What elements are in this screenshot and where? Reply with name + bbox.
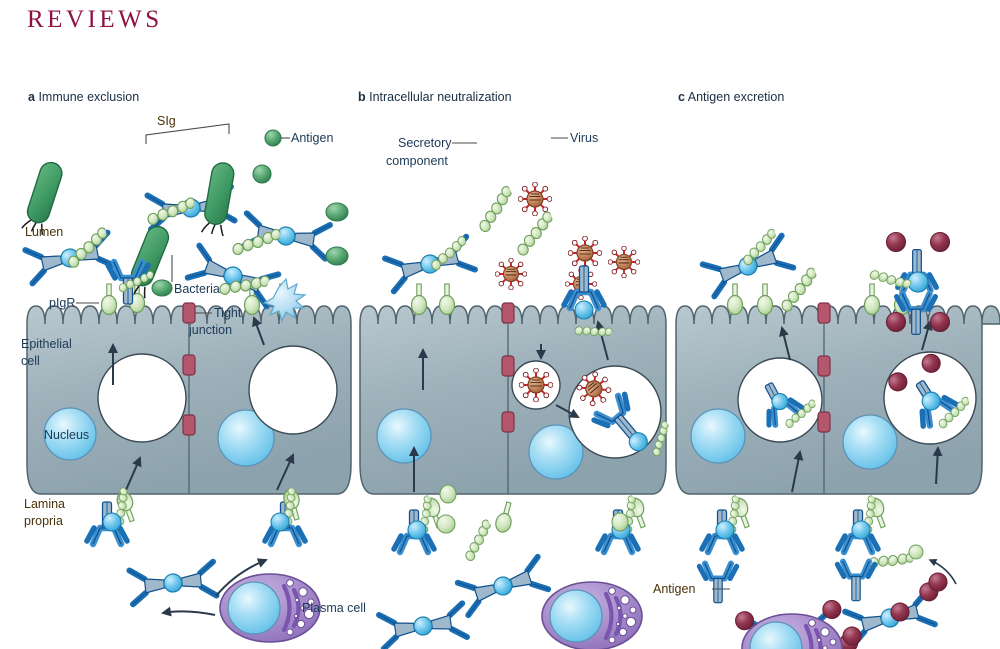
iga-c-lp-2 bbox=[837, 562, 874, 601]
siga-c-lp-1 bbox=[735, 599, 842, 649]
sc-b-legend bbox=[468, 184, 523, 234]
iga-c-lp-1 bbox=[699, 564, 736, 603]
label-pigr: pIgR bbox=[49, 296, 75, 310]
label-lumen: Lumen bbox=[25, 225, 63, 239]
label-secretory-2: component bbox=[386, 154, 448, 168]
label-lamina-1: Lamina bbox=[24, 497, 65, 511]
label-antigen-c: Antigen bbox=[653, 582, 695, 596]
panel-c-title: c Antigen excretion bbox=[678, 90, 784, 104]
panel-b-annotations: Secretory component Virus bbox=[386, 131, 598, 168]
label-virus: Virus bbox=[570, 131, 598, 145]
label-tight-junction-1: Tight bbox=[214, 306, 242, 320]
antigen-c-free-3 bbox=[842, 626, 862, 646]
panel-c-letter: c bbox=[678, 90, 685, 104]
siga-b-neutralized bbox=[569, 364, 680, 458]
label-antigen: Antigen bbox=[291, 131, 333, 145]
label-sig: SIg bbox=[157, 114, 176, 128]
panel-a-letter: a bbox=[28, 90, 36, 104]
transport-arrows-c bbox=[779, 320, 943, 493]
label-tight-junction-2: junction bbox=[188, 323, 232, 337]
panel-b-title: b Intracellular neutralization bbox=[358, 90, 512, 104]
label-epithelial-1: Epithelial bbox=[21, 337, 72, 351]
antigen-a-4 bbox=[151, 279, 173, 297]
panel-b-epithelium bbox=[359, 283, 667, 495]
sc-b-3 bbox=[454, 518, 502, 563]
antigen-a-2 bbox=[325, 202, 349, 222]
sig-bracket bbox=[145, 123, 230, 144]
antigen-legend-dot bbox=[264, 129, 282, 147]
transport-arrows-b bbox=[409, 320, 609, 492]
virus-b-vesicle bbox=[519, 368, 553, 402]
siga-c-vesicle-cargo-2 bbox=[752, 368, 819, 444]
siga-b-lp-1 bbox=[458, 557, 548, 615]
vesicle-a-2 bbox=[248, 345, 338, 435]
sc-b-2 bbox=[508, 210, 561, 258]
panel-c-epithelium bbox=[675, 283, 1000, 495]
plasma-cell-c bbox=[742, 614, 842, 649]
nucleus-a-2 bbox=[217, 409, 275, 467]
tight-junctions-a bbox=[182, 302, 196, 436]
siga-c-vesicle-cargo bbox=[888, 353, 974, 449]
siga-b-lp-2 bbox=[379, 603, 467, 648]
panel-a-label: Immune exclusion bbox=[38, 90, 139, 104]
antigen-c-free-1 bbox=[928, 572, 948, 592]
panel-c-content bbox=[699, 227, 957, 649]
nucleus-a-1 bbox=[43, 407, 97, 461]
label-nucleus: Nucleus bbox=[44, 428, 89, 442]
antigen-a-3 bbox=[325, 246, 349, 266]
tight-junctions-b bbox=[501, 302, 515, 433]
panel-a-epithelium bbox=[26, 281, 352, 495]
siga-b-transcytosis bbox=[564, 266, 614, 351]
panel-c-annotations: Antigen bbox=[653, 582, 730, 596]
virus-b-2 bbox=[495, 258, 527, 290]
antigen-a-1 bbox=[252, 164, 272, 184]
nucleus-c-1 bbox=[690, 408, 746, 464]
label-plasma-cell: Plasma cell bbox=[302, 601, 366, 615]
siga-a-3-sc bbox=[231, 220, 281, 263]
siga-c-antigen-bound bbox=[867, 231, 951, 335]
label-secretory-1: Secretory bbox=[398, 136, 452, 150]
virus-b-1 bbox=[518, 182, 552, 216]
siga-a-3 bbox=[242, 213, 330, 258]
label-lamina-2: propria bbox=[24, 514, 63, 528]
panel-a-title: a Immune exclusion bbox=[28, 90, 139, 104]
virus-b-3 bbox=[568, 236, 602, 270]
plasma-cell-b bbox=[542, 582, 642, 649]
label-epithelial-2: cell bbox=[21, 354, 40, 368]
antigen-c-free-2 bbox=[890, 602, 910, 622]
panel-b-label: Intracellular neutralization bbox=[369, 90, 511, 104]
tight-junctions-c bbox=[817, 302, 831, 433]
nucleus-b-2 bbox=[528, 424, 584, 480]
vesicle-a-1 bbox=[97, 353, 187, 443]
panel-b-content bbox=[379, 182, 680, 649]
panel-a-lamina-content bbox=[87, 485, 320, 642]
panel-c-label: Antigen excretion bbox=[688, 90, 785, 104]
excretion-arrow bbox=[928, 558, 957, 585]
siga-a-lp bbox=[129, 562, 216, 605]
journal-header: REVIEWS bbox=[27, 6, 163, 33]
figure-panel-container: a Immune exclusion b Intracellular neutr… bbox=[0, 60, 1000, 649]
virus-b-4 bbox=[608, 246, 640, 278]
pigr-b-free bbox=[493, 499, 517, 535]
immune-complex-star bbox=[262, 277, 307, 323]
nucleus-b-1 bbox=[376, 408, 432, 464]
pigr-receptors-b bbox=[410, 283, 456, 316]
panel-a-lumen-content bbox=[18, 158, 349, 323]
panel-a-annotations: SIg Antigen Bacteria Lumen pIgR Tight ju… bbox=[21, 114, 366, 615]
panel-b-letter: b bbox=[358, 90, 366, 104]
transport-arrows-a bbox=[108, 316, 295, 491]
siga-c-1 bbox=[703, 236, 794, 297]
label-bacteria: Bacteria bbox=[174, 282, 220, 296]
nucleus-c-2 bbox=[842, 414, 898, 470]
